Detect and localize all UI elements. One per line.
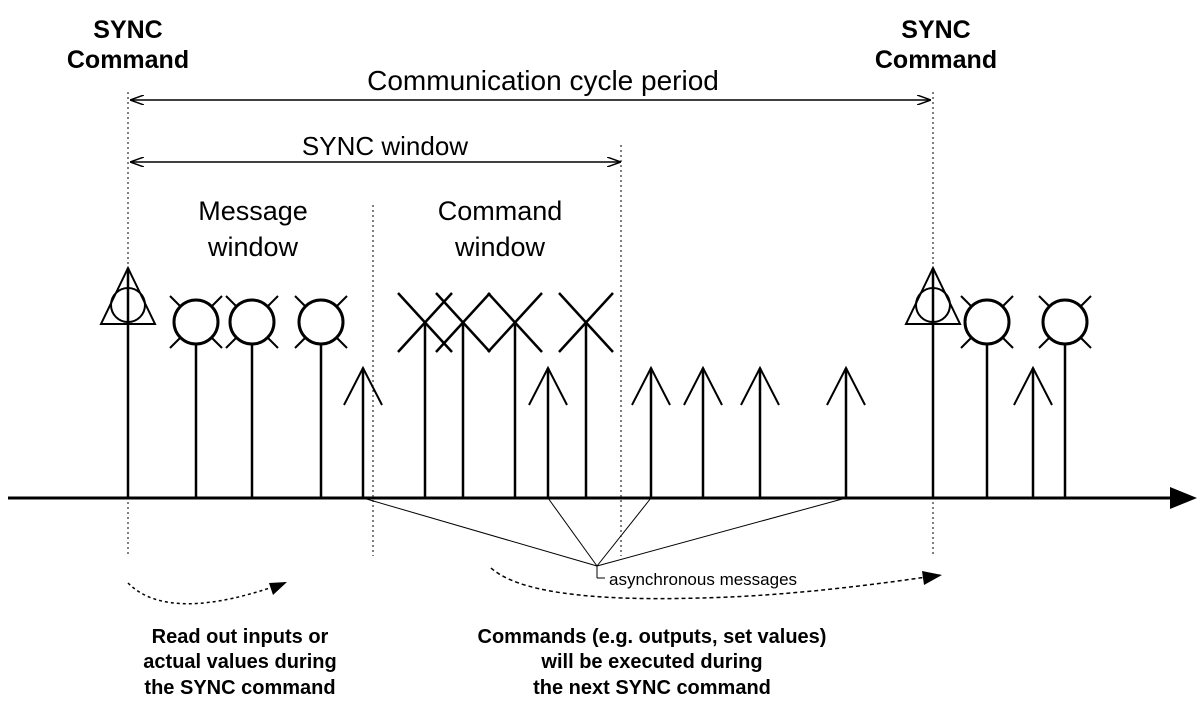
readout-text-line2: actual values during [143, 651, 336, 673]
command-marker-2-icon [435, 292, 491, 498]
response-marker-1-icon [169, 295, 223, 498]
commands-text-line3: the next SYNC command [533, 677, 771, 699]
command-marker-4-icon [558, 292, 614, 498]
message-window-label-line1: Message [198, 196, 308, 226]
response-marker-5-icon [1038, 295, 1092, 498]
command-window-label-line2: window [454, 232, 546, 262]
sync-left-label-line1: SYNC [93, 16, 162, 44]
message-window-label-line2: window [207, 232, 299, 262]
response-marker-3-icon [294, 295, 348, 498]
command-window-label-line1: Command [438, 196, 563, 226]
async-marker-6-icon [826, 365, 866, 498]
async-marker-5-icon [740, 365, 780, 498]
async-messages-label: asynchronous messages [609, 570, 797, 589]
async-marker-2-icon [528, 365, 568, 498]
async-marker-1-icon [343, 365, 383, 498]
sync-right-label-line1: SYNC [901, 16, 970, 44]
command-marker-1-icon [397, 292, 453, 498]
readout-text-line1: Read out inputs or [152, 626, 329, 648]
commands-curve-arrow [490, 567, 941, 600]
async-marker-7-icon [1013, 365, 1053, 498]
readout-text-line3: the SYNC command [144, 677, 335, 699]
sync-left-label-line2: Command [67, 46, 189, 74]
readout-curve-arrow [127, 581, 288, 605]
command-marker-3-icon [487, 292, 543, 498]
async-marker-3-icon [631, 365, 671, 498]
time-axis-arrowhead-icon [1170, 487, 1197, 509]
commands-text-line1: Commands (e.g. outputs, set values) [478, 626, 827, 648]
response-marker-4-icon [960, 295, 1014, 498]
response-marker-2-icon [225, 295, 279, 498]
sync-window-label: SYNC window [302, 131, 468, 161]
sync-marker-left-icon [99, 265, 157, 498]
async-pointer-lines [362, 497, 847, 567]
async-marker-4-icon [683, 365, 723, 498]
cycle-period-label: Communication cycle period [367, 65, 719, 96]
sync-right-label-line2: Command [875, 46, 997, 74]
commands-text-line2: will be executed during [540, 651, 762, 673]
sync-marker-right-icon [904, 265, 962, 498]
